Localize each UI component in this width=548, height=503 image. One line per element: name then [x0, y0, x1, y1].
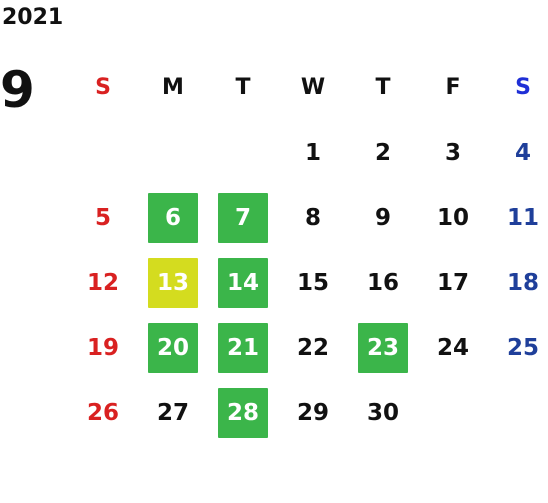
day-number: 4: [514, 139, 531, 166]
day-cell[interactable]: 12: [68, 250, 138, 315]
day-cell[interactable]: 27: [138, 380, 208, 445]
day-number: 27: [156, 399, 189, 426]
weekday-header-tuesday: T: [235, 75, 251, 100]
day-cell[interactable]: 23: [348, 315, 418, 380]
day-number: 30: [366, 399, 399, 426]
day-cell[interactable]: 17: [418, 250, 488, 315]
weekday-header-thursday: T: [375, 75, 391, 100]
day-cell[interactable]: 1: [278, 120, 348, 185]
weekday-header-friday: F: [445, 75, 461, 100]
day-number: 18: [506, 269, 539, 296]
day-number: 8: [304, 204, 321, 231]
green-highlight-box: [218, 257, 268, 308]
day-cell[interactable]: 2: [348, 120, 418, 185]
day-cell[interactable]: 22: [278, 315, 348, 380]
day-cell[interactable]: 10: [418, 185, 488, 250]
day-number: 9: [374, 204, 391, 231]
day-number: 16: [366, 269, 399, 296]
day-cell[interactable]: 26: [68, 380, 138, 445]
day-number: 10: [436, 204, 469, 231]
day-number: 17: [436, 269, 469, 296]
day-number: 15: [296, 269, 329, 296]
day-number: 1: [304, 139, 321, 166]
green-highlight-box: [218, 387, 268, 438]
green-highlight-box: [358, 322, 408, 373]
weekday-header-saturday: S: [515, 75, 531, 100]
green-highlight-box: [148, 322, 198, 373]
day-number: 2: [374, 139, 391, 166]
day-number: 12: [86, 269, 119, 296]
day-number: 14: [226, 269, 259, 296]
day-cell[interactable]: 25: [488, 315, 548, 380]
day-cell[interactable]: 5: [68, 185, 138, 250]
day-number: 21: [226, 334, 259, 361]
day-cell[interactable]: 29: [278, 380, 348, 445]
day-cell[interactable]: 6: [138, 185, 208, 250]
day-number: 6: [164, 204, 181, 231]
day-cell[interactable]: 28: [208, 380, 278, 445]
day-number: 20: [156, 334, 189, 361]
day-cell[interactable]: 4: [488, 120, 548, 185]
day-cell[interactable]: 30: [348, 380, 418, 445]
day-number: 28: [226, 399, 259, 426]
yellow-highlight-box: [148, 257, 198, 308]
day-cell[interactable]: 21: [208, 315, 278, 380]
day-cell[interactable]: 7: [208, 185, 278, 250]
weekday-header-wednesday: W: [300, 75, 326, 100]
empty-day-cell: [68, 120, 138, 185]
day-cell[interactable]: 3: [418, 120, 488, 185]
day-cell[interactable]: 13: [138, 250, 208, 315]
day-number: 29: [296, 399, 329, 426]
day-number: 7: [234, 204, 251, 231]
day-cell[interactable]: 24: [418, 315, 488, 380]
day-number: 23: [366, 334, 399, 361]
empty-day-cell: [138, 120, 208, 185]
month-number: 9: [0, 61, 35, 119]
day-cell[interactable]: 16: [348, 250, 418, 315]
green-highlight-box: [218, 192, 268, 243]
weekday-header-sunday: S: [95, 75, 111, 100]
day-number: 3: [444, 139, 461, 166]
day-cell[interactable]: 11: [488, 185, 548, 250]
day-cell[interactable]: 8: [278, 185, 348, 250]
day-cell[interactable]: 9: [348, 185, 418, 250]
day-number: 24: [436, 334, 469, 361]
day-number: 13: [156, 269, 189, 296]
day-cell[interactable]: 19: [68, 315, 138, 380]
green-highlight-box: [148, 192, 198, 243]
day-cell[interactable]: 18: [488, 250, 548, 315]
day-number: 22: [296, 334, 329, 361]
day-number: 26: [86, 399, 119, 426]
day-cell[interactable]: 20: [138, 315, 208, 380]
day-number: 11: [506, 204, 539, 231]
day-number: 5: [94, 204, 111, 231]
day-cell[interactable]: 14: [208, 250, 278, 315]
day-cell[interactable]: 15: [278, 250, 348, 315]
day-number: 25: [506, 334, 539, 361]
weekday-header-monday: M: [162, 75, 184, 100]
day-number: 19: [86, 334, 119, 361]
empty-day-cell: [208, 120, 278, 185]
year-label: 2021: [2, 5, 64, 30]
green-highlight-box: [218, 322, 268, 373]
